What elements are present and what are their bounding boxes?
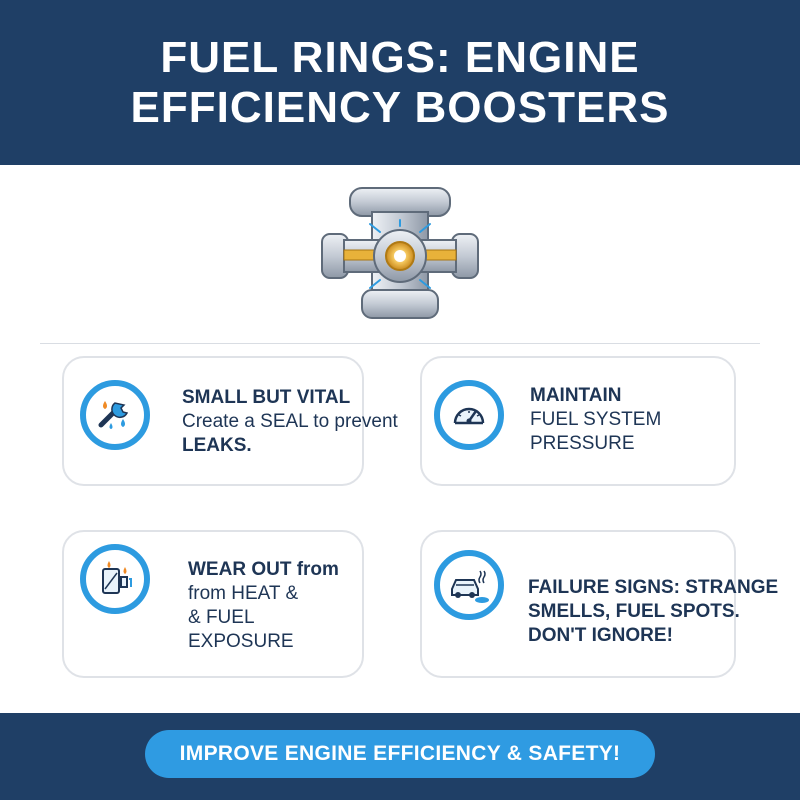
card-maintain-pressure: MAINTAIN FUEL SYSTEM PRESSURE (420, 356, 736, 486)
header-banner: FUEL RINGS: ENGINE EFFICIENCY BOOSTERS (0, 0, 800, 165)
card-line: from HEAT & (188, 583, 299, 604)
card-line: DON'T IGNORE! (528, 625, 673, 646)
card-failure-signs: FAILURE SIGNS: STRANGE SMELLS, FUEL SPOT… (420, 530, 778, 678)
card-line: FUEL SYSTEM (530, 409, 662, 430)
card-wear-out: WEAR OUT from from HEAT & & FUEL EXPOSUR… (62, 530, 364, 678)
fuel-ring-pipe-fitting-icon (300, 178, 500, 328)
card-text: WEAR OUT from from HEAT & & FUEL EXPOSUR… (188, 558, 339, 654)
card-line: MAINTAIN (530, 385, 622, 406)
wrench-droplets-icon (80, 380, 150, 450)
heat-fuel-pump-icon (80, 544, 150, 614)
card-line: FAILURE SIGNS: STRANGE (528, 577, 779, 598)
card-heading: SMALL BUT VITAL (182, 387, 351, 408)
car-fuel-leak-icon (434, 550, 504, 620)
card-line: EXPOSURE (188, 631, 294, 652)
card-small-but-vital: SMALL BUT VITAL Create a SEAL to prevent… (62, 356, 398, 486)
card-line: SMELLS, FUEL SPOTS. (528, 601, 740, 622)
card-line: PRESSURE (530, 433, 635, 454)
card-line: WEAR OUT from (188, 559, 339, 580)
card-text: SMALL BUT VITAL Create a SEAL to prevent… (182, 386, 398, 458)
card-line: Create a SEAL to prevent (182, 411, 398, 432)
card-text: MAINTAIN FUEL SYSTEM PRESSURE (530, 384, 661, 456)
title-line-1: FUEL RINGS: ENGINE (160, 32, 640, 82)
section-divider (40, 343, 760, 344)
pressure-gauge-icon (434, 380, 504, 450)
title-line-2: EFFICIENCY BOOSTERS (130, 82, 670, 132)
card-line: & FUEL (188, 607, 255, 628)
cta-button[interactable]: IMPROVE ENGINE EFFICIENCY & SAFETY! (145, 730, 655, 778)
card-line: LEAKS. (182, 435, 252, 456)
card-text: FAILURE SIGNS: STRANGE SMELLS, FUEL SPOT… (528, 576, 778, 648)
